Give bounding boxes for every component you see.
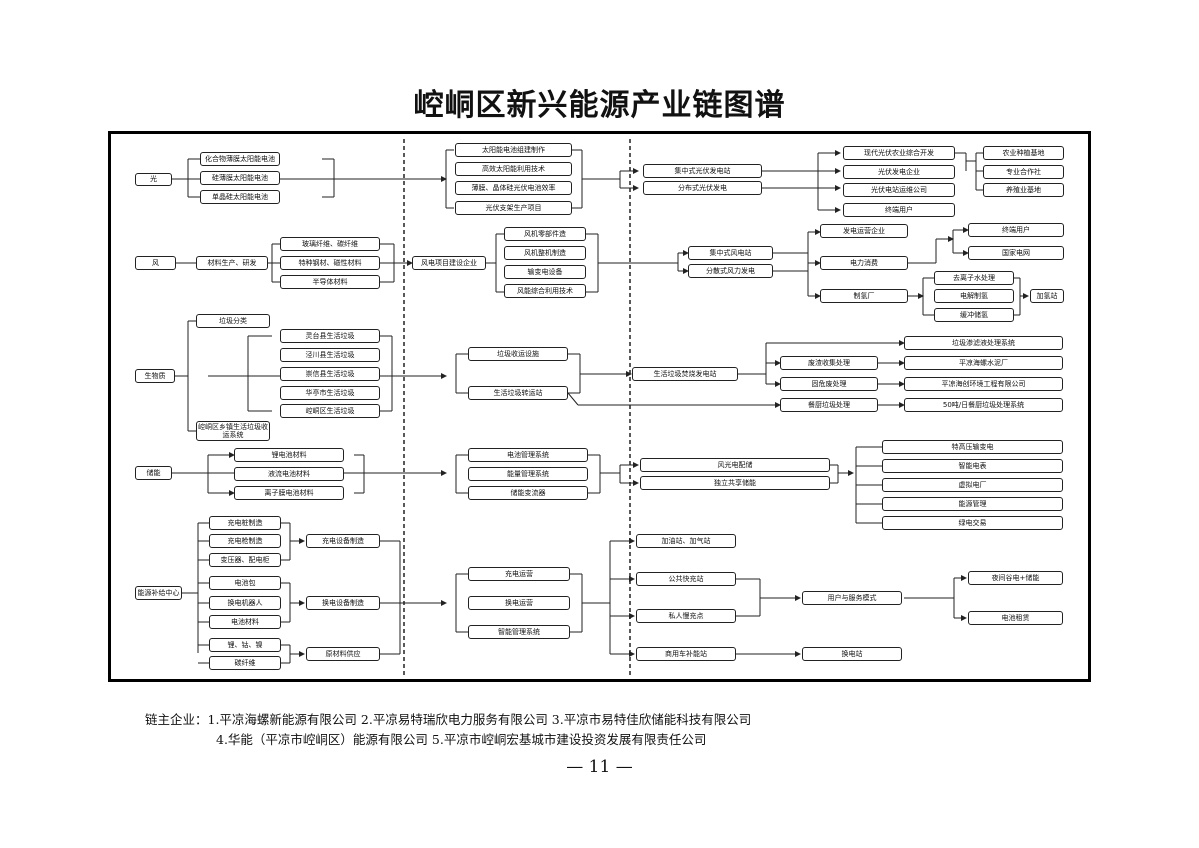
- node-hydrogen-plant: 制氢厂: [820, 289, 908, 303]
- node-solar-assembly: 太阳能电池组建制作: [455, 143, 572, 157]
- node-energy-management: 能源管理: [882, 497, 1063, 511]
- chain-leader-line-1: 链主企业：1.平凉海螺新能源有限公司 2.平凉易特瑞欣电力服务有限公司 3.平凉…: [145, 712, 752, 727]
- node-gun-mfg: 充电枪制造: [209, 534, 281, 548]
- node-smart-meter: 智能电表: [882, 459, 1063, 473]
- node-battery-material: 电池材料: [209, 615, 281, 629]
- node-incineration-plant: 生活垃圾焚烧发电站: [632, 367, 738, 381]
- node-conch-cement: 平凉海螺水泥厂: [904, 356, 1063, 370]
- node-central-pv: 集中式光伏发电站: [643, 164, 762, 178]
- node-wind-solar-storage: 风光电配储: [640, 458, 830, 472]
- node-solar-tech: 高效太阳能利用技术: [455, 162, 572, 176]
- node-slow-charge: 私人慢充点: [636, 609, 736, 623]
- node-li-co-ni: 锂、钴、镍: [209, 638, 281, 652]
- node-huating-waste: 华亭市生活垃圾: [280, 386, 380, 400]
- node-slag-processing: 废渣收集处理: [780, 356, 878, 370]
- category-guang: 光: [135, 173, 172, 186]
- node-power-operator: 发电运营企业: [820, 224, 908, 238]
- node-h2-station: 加氢站: [1030, 289, 1064, 303]
- node-electrolysis: 电解制氢: [934, 289, 1014, 303]
- node-danjinggui: 单晶硅太阳能电池: [200, 190, 280, 204]
- node-battery-lease: 电池租赁: [968, 611, 1063, 625]
- node-flow-battery: 液流电池材料: [234, 467, 344, 481]
- node-uhv: 特高压输变电: [882, 440, 1063, 454]
- node-night-valley: 夜间谷电+储能: [968, 571, 1063, 585]
- node-material-rd: 材料生产、研发: [196, 256, 268, 270]
- node-charging-equipment: 充电设备制造: [306, 534, 380, 548]
- node-green-trade: 绿电交易: [882, 516, 1063, 530]
- node-swap-robot: 换电机器人: [209, 596, 281, 610]
- node-cooperative: 专业合作社: [983, 165, 1064, 179]
- node-huahewu-bomo: 化合物薄膜太阳能电池: [200, 152, 280, 166]
- node-deionized-water: 去离子水处理: [934, 271, 1014, 285]
- node-pcs: 储能变流器: [468, 486, 588, 500]
- node-ems: 能量管理系统: [468, 467, 588, 481]
- node-transformer: 变压器、配电柜: [209, 553, 281, 567]
- node-farm-base: 农业种植基地: [983, 146, 1064, 160]
- node-state-grid: 国家电网: [968, 246, 1064, 260]
- node-smart-system: 智能管理系统: [468, 625, 570, 639]
- category-energy-supply: 能源补给中心: [135, 586, 182, 600]
- node-transfer-station: 生活垃圾转运站: [468, 386, 568, 400]
- node-kitchen-waste: 餐厨垃圾处理: [780, 398, 878, 412]
- node-central-wind: 集中式风电站: [688, 246, 773, 260]
- node-charger-mfg: 充电桩制造: [209, 516, 281, 530]
- node-carbon-fiber: 碳纤维: [209, 656, 281, 670]
- node-shared-storage: 独立共享储能: [640, 476, 830, 490]
- node-swap-station: 换电站: [802, 647, 902, 661]
- node-wind-enterprise: 风电项目建设企业: [412, 256, 486, 270]
- node-swap-equipment: 换电设备制造: [306, 596, 380, 610]
- node-pv-bracket: 光伏支架生产项目: [455, 201, 572, 215]
- node-wind-end-user: 终端用户: [968, 223, 1064, 237]
- node-distributed-pv: 分布式光伏发电: [643, 181, 762, 195]
- node-pv-end-user: 终端用户: [843, 203, 955, 217]
- node-battery-pack: 电池包: [209, 576, 281, 590]
- node-pv-maintenance: 光伏电站运维公司: [843, 183, 955, 197]
- connector-lines: [172, 139, 1029, 676]
- node-commercial-supply: 商用车补能站: [636, 647, 736, 661]
- node-fast-charge: 公共快充站: [636, 572, 736, 586]
- node-kongtong-waste: 崆峒区生活垃圾: [280, 404, 380, 418]
- category-storage: 储能: [135, 466, 172, 480]
- node-gui-bomo: 硅薄膜太阳能电池: [200, 171, 280, 185]
- node-wind-parts: 风机零部件造: [504, 227, 586, 241]
- node-charging-ops: 充电运营: [468, 567, 570, 581]
- node-wind-tech: 风能综合利用技术: [504, 284, 586, 298]
- node-transmission: 输变电设备: [504, 265, 586, 279]
- node-buffer-storage: 缓冲储氢: [934, 308, 1014, 322]
- node-fuel-station: 加油站、加气站: [636, 534, 736, 548]
- page-number: — 11 —: [566, 757, 633, 777]
- node-virtual-plant: 虚拟电厂: [882, 478, 1063, 492]
- node-ion-membrane: 离子膜电池材料: [234, 486, 344, 500]
- node-distributed-wind: 分散式风力发电: [688, 264, 773, 278]
- node-swap-ops: 换电运营: [468, 596, 570, 610]
- node-semiconductor: 半导体材料: [280, 275, 380, 289]
- node-leachate-system: 垃圾渗滤液处理系统: [904, 336, 1063, 350]
- node-pv-efficiency: 薄膜、晶体硅光伏电池效率: [455, 181, 572, 195]
- node-wind-turbine: 风机整机制造: [504, 246, 586, 260]
- node-hazardous-waste: 固危废处理: [780, 377, 878, 391]
- node-chongxin-waste: 崇信县生活垃圾: [280, 367, 380, 381]
- category-biomass: 生物质: [135, 369, 175, 383]
- node-collection-facility: 垃圾收运设施: [468, 347, 568, 361]
- node-power-consumption: 电力消费: [820, 256, 908, 270]
- node-raw-material: 原材料供应: [306, 647, 380, 661]
- node-kitchen-50t: 50吨/日餐厨垃圾处理系统: [904, 398, 1063, 412]
- node-user-service: 用户与服务模式: [802, 591, 902, 605]
- category-feng: 风: [135, 256, 176, 270]
- node-pv-enterprise: 光伏发电企业: [843, 165, 955, 179]
- node-lithium-material: 锂电池材料: [234, 448, 344, 462]
- node-haichuang-env: 平凉海创环境工程有限公司: [904, 377, 1063, 391]
- node-lingtai-waste: 灵台县生活垃圾: [280, 329, 380, 343]
- node-glass-fiber: 玻璃纤维、碳纤维: [280, 237, 380, 251]
- diagram-frame: [108, 131, 1091, 682]
- node-township-waste: 崆峒区乡镇生活垃圾收运系统: [196, 421, 270, 441]
- node-breeding-base: 养殖业基地: [983, 183, 1064, 197]
- node-bms: 电池管理系统: [468, 448, 588, 462]
- node-waste-sorting: 垃圾分类: [196, 314, 270, 328]
- node-special-steel: 特种钢材、磁性材料: [280, 256, 380, 270]
- page-title: 崆峒区新兴能源产业链图谱: [413, 88, 786, 123]
- node-jingchuan-waste: 泾川县生活垃圾: [280, 348, 380, 362]
- node-pv-agriculture: 现代光伏农业综合开发: [843, 146, 955, 160]
- chain-leader-line-2: 4.华能（平凉市崆峒区）能源有限公司 5.平凉市崆峒宏基城市建设投资发展有限责任…: [216, 732, 707, 747]
